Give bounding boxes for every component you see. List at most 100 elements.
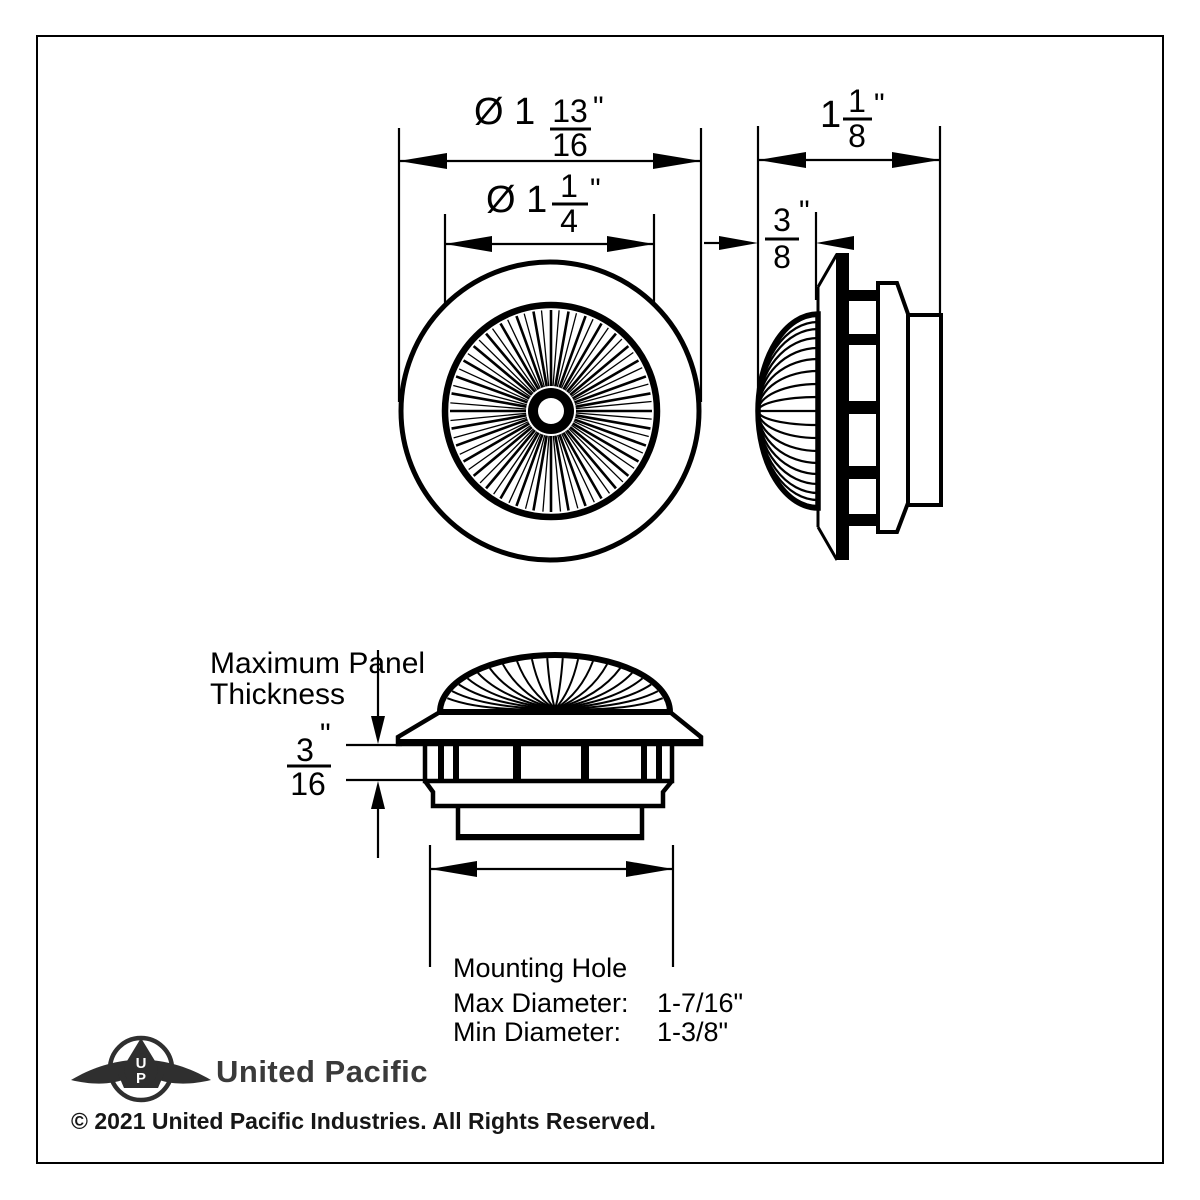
arrowhead-right-icon: [719, 236, 758, 250]
rib-line: [462, 359, 530, 400]
dim-side-lens-numerator: 3: [773, 202, 791, 238]
rib-line: [472, 345, 533, 396]
rib-line: [566, 332, 617, 393]
dim-side-lens-unit: ": [799, 195, 810, 228]
panel-label-line1: Maximum Panel: [210, 647, 425, 680]
panel-label-line2: Thickness: [210, 678, 345, 711]
panel-unit: ": [320, 718, 331, 751]
dome-profile: [436, 652, 674, 715]
dim-side-depth-prefix: 1: [820, 94, 841, 136]
rib-line: [499, 432, 540, 500]
rib-line: [572, 422, 640, 463]
dim-side-lens-denominator: 8: [773, 239, 791, 275]
arrowhead-left-icon: [399, 153, 447, 169]
mounting-min-label: Min Diameter:: [453, 1017, 621, 1047]
rib-line: [554, 658, 580, 710]
rib-line: [575, 414, 651, 430]
rib-line: [523, 313, 545, 388]
slot-bar: [849, 401, 878, 414]
dim-front-outer-numerator: 13: [552, 93, 588, 129]
rib-line: [450, 412, 527, 422]
flange-bottom-chamfer: [816, 526, 839, 561]
rib-line: [569, 345, 630, 396]
rib-line: [446, 697, 556, 711]
rib-line: [542, 435, 550, 512]
rib-line: [558, 315, 587, 388]
slot-bar: [513, 746, 521, 779]
dim-front-inner-unit: ": [590, 173, 601, 206]
base-step: [455, 806, 645, 841]
panel-thickness-callout: Maximum Panel Thickness 3 " 16: [210, 647, 428, 858]
rib-line: [472, 426, 533, 477]
rib-line: [485, 429, 536, 490]
slot-bar: [849, 290, 878, 301]
dim-side-depth-numerator: 1: [848, 83, 866, 119]
lens-rib-spokes: [450, 310, 652, 512]
rib-line: [556, 313, 578, 387]
rib-line: [479, 428, 534, 484]
slot-bar: [641, 746, 647, 779]
mounting-hole-callout: Mounting Hole Max Diameter: 1-7/16" Min …: [428, 845, 743, 1047]
rib-line: [562, 432, 603, 500]
rib-line: [524, 435, 546, 509]
united-pacific-logo-icon: U P: [71, 1035, 211, 1103]
retainer-collar: [876, 281, 910, 534]
panel-numerator: 3: [296, 732, 314, 768]
rib-line: [491, 328, 538, 391]
mounting-max-value: 1-7/16": [657, 988, 743, 1018]
slot-bar: [656, 746, 662, 779]
rib-line: [562, 322, 603, 390]
footer: U P United Pacific © 2021 United Pacific…: [71, 1035, 656, 1134]
dim-front-outer-unit: ": [593, 91, 604, 124]
page-border: [36, 35, 1164, 1164]
arrowhead-down-icon: [371, 716, 385, 744]
rib-line: [554, 658, 564, 710]
rib-line: [546, 658, 556, 710]
rib-line: [574, 383, 649, 405]
rib-line: [575, 392, 651, 408]
rib-line: [515, 434, 544, 507]
copyright-text: © 2021 United Pacific Industries. All Ri…: [71, 1108, 656, 1134]
rib-line: [560, 318, 594, 389]
rib-line: [478, 339, 534, 394]
rib-line: [561, 433, 595, 503]
rib-line: [459, 421, 529, 455]
rib-line: [575, 412, 652, 420]
rib-line: [468, 424, 531, 471]
rib-line: [451, 392, 527, 408]
rib-line: [515, 315, 544, 388]
dimension-front-outer: Ø 1 13 16 ": [399, 91, 701, 169]
rib-line: [451, 414, 527, 430]
rib-line: [453, 384, 527, 406]
dim-front-inner-numerator: 1: [560, 168, 578, 204]
rib-line: [554, 435, 570, 511]
rib-line: [485, 332, 536, 393]
mounting-min-value: 1-3/8": [657, 1017, 728, 1047]
brand-name: United Pacific: [216, 1054, 428, 1089]
mounting-hole-title: Mounting Hole: [453, 953, 627, 983]
rib-line: [554, 660, 594, 710]
flange-top-chamfer: [816, 253, 839, 288]
dim-front-outer-prefix: Ø 1: [474, 91, 535, 133]
arrowhead-left-icon: [445, 236, 492, 252]
rib-line: [532, 311, 548, 387]
rib-line: [450, 402, 527, 410]
rib-line: [568, 338, 623, 394]
arrowhead-up-icon: [371, 781, 385, 809]
rib-line: [507, 319, 541, 389]
rib-line: [756, 314, 819, 412]
mid-step: [423, 779, 674, 809]
arrowhead-left-icon: [758, 152, 806, 168]
rib-line: [558, 434, 587, 507]
rib-line: [552, 310, 560, 387]
rib-line: [564, 431, 611, 494]
rib-line: [462, 422, 530, 463]
dimension-side-lens: 3 " 8: [704, 195, 854, 275]
dim-front-inner-prefix: Ø 1: [486, 179, 547, 221]
rib-line: [756, 410, 819, 508]
rib-line: [569, 426, 630, 477]
arrowhead-left-icon: [816, 236, 854, 250]
side-view: 1 1 8 " 3 " 8: [704, 83, 943, 561]
